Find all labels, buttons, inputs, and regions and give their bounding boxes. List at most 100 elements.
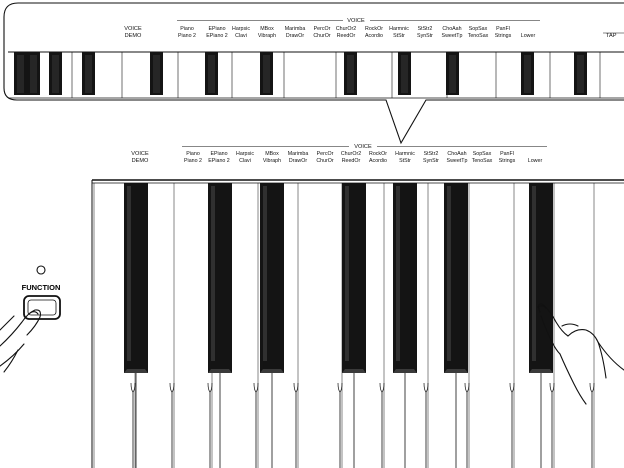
black-key-front-bevel bbox=[444, 369, 468, 373]
keyboard-voice-label-top: PercOr bbox=[317, 151, 334, 157]
keyboard-voice-label-top: RockOr bbox=[369, 151, 387, 157]
callout-voice-labels: PianoPiano 2EPianoEPiano 2HarpsicClaviMB… bbox=[178, 26, 535, 39]
callout-voice-label-top: Harmnic bbox=[389, 26, 409, 32]
keyboard-voice-label-top: Harmnic bbox=[395, 151, 415, 157]
function-label: FUNCTION bbox=[22, 283, 61, 292]
keyboard-voice-label-bottom: EPiano 2 bbox=[208, 158, 230, 164]
callout-black-key-highlight bbox=[85, 55, 92, 93]
keyboard-voice-label-bottom: Piano 2 bbox=[184, 158, 202, 164]
keyboard-voice-label-bottom: SynStr bbox=[423, 158, 439, 164]
callout-black-keys bbox=[14, 52, 587, 95]
white-key-divider-end bbox=[465, 383, 469, 392]
black-key-shine bbox=[447, 186, 451, 361]
black-key-front-bevel bbox=[260, 369, 284, 373]
keyboard-voice-label-top: EPiano bbox=[210, 151, 227, 157]
function-button[interactable] bbox=[24, 296, 60, 319]
white-key-divider-end bbox=[510, 383, 514, 392]
callout-black-key-highlight bbox=[153, 55, 160, 93]
keyboard-voice-label-bottom: ReedOr bbox=[342, 158, 361, 164]
white-key-divider-end bbox=[424, 383, 428, 392]
keyboard-voice-label-bottom: StStr bbox=[399, 158, 411, 164]
keyboard-voice-label-bottom: Clavi bbox=[239, 158, 251, 164]
callout-voice-label-bottom: DrawOr bbox=[286, 33, 304, 39]
callout-voice-label-bottom: Lower bbox=[521, 33, 536, 39]
keyboard-voice-label-bottom: DrawOr bbox=[289, 158, 307, 164]
callout-tap-label: TAP bbox=[606, 33, 617, 39]
function-indicator-led bbox=[37, 266, 45, 274]
keyboard-voice-label-top: Marimba bbox=[288, 151, 309, 157]
right-hand-palm-bottom bbox=[560, 354, 586, 404]
keyboard-voice-label-bottom: SweetTp bbox=[447, 158, 468, 164]
keyboard-voice-label-bottom: Acordio bbox=[369, 158, 387, 164]
callout-voice-label-top: PanFl bbox=[496, 26, 510, 32]
keyboard-voice-label-top: PanFl bbox=[500, 151, 514, 157]
callout-demo-line1: VOICE bbox=[124, 26, 142, 32]
callout-voice-label-top: Piano bbox=[180, 26, 194, 32]
white-key-divider-end bbox=[338, 383, 342, 392]
black-key-front-bevel bbox=[342, 369, 366, 373]
keyboard-voice-label-top: ChurOr2 bbox=[341, 151, 361, 157]
callout-black-key-highlight bbox=[524, 55, 531, 93]
white-key-divider-end bbox=[380, 383, 384, 392]
callout-voice-label-top: PercOr bbox=[314, 26, 331, 32]
white-key-divider-end bbox=[131, 383, 135, 392]
callout-voice-label-bottom: ReedOr bbox=[337, 33, 356, 39]
callout-voice-label-bottom: EPiano 2 bbox=[206, 33, 228, 39]
keyboard-voice-label-bottom: Strings bbox=[499, 158, 516, 164]
callout-voice-label-top: ChurOr2 bbox=[336, 26, 356, 32]
black-key-shine bbox=[127, 186, 131, 361]
callout-voice-label-top: SopSax bbox=[469, 26, 488, 32]
left-hand-knuckle bbox=[0, 344, 24, 366]
white-key-divider-end bbox=[550, 383, 554, 392]
callout-voice-label-top: ChoAah bbox=[442, 26, 461, 32]
callout-voice-label-bottom: SynStr bbox=[417, 33, 433, 39]
black-key-front-bevel bbox=[529, 369, 553, 373]
callout-black-key-highlight bbox=[401, 55, 408, 93]
white-key-divider-end bbox=[590, 383, 594, 392]
keyboard-voice-label-bottom: Lower bbox=[528, 158, 543, 164]
black-key-front-bevel bbox=[393, 369, 417, 373]
keyboard-voice-label-top: MBox bbox=[265, 151, 279, 157]
keyboard-demo-line1: VOICE bbox=[131, 151, 149, 157]
callout-black-key-highlight bbox=[52, 55, 59, 93]
keyboard-voice-label-bottom: ChurOr bbox=[316, 158, 334, 164]
callout-voice-label-bottom: Strings bbox=[495, 33, 512, 39]
keyboard-voice-header: VOICE bbox=[354, 144, 372, 150]
callout-voice-label-bottom: ChurOr bbox=[313, 33, 331, 39]
white-key-divider-end bbox=[294, 383, 298, 392]
keyboard-demo-line2: DEMO bbox=[132, 158, 149, 164]
keyboard-voice-label-top: ChoAah bbox=[447, 151, 466, 157]
callout-voice-label-top: MBox bbox=[260, 26, 274, 32]
callout-voice-label-top: EPiano bbox=[208, 26, 225, 32]
callout-black-key-highlight bbox=[263, 55, 270, 93]
black-key-shine bbox=[263, 186, 267, 361]
keyboard-voice-label-bottom: TenoSax bbox=[472, 158, 493, 164]
keyboard-voice-label-top: Harpsic bbox=[236, 151, 254, 157]
right-hand-second-finger bbox=[562, 324, 578, 326]
callout-black-key-highlight bbox=[17, 55, 24, 93]
keyboard-voice-label-top: SopSax bbox=[473, 151, 492, 157]
callout-voice-header: VOICE bbox=[347, 18, 365, 24]
callout-black-key-highlight bbox=[577, 55, 584, 93]
callout-voice-label-bottom: Clavi bbox=[235, 33, 247, 39]
callout-voice-label-top: RockOr bbox=[365, 26, 383, 32]
keyboard-voice-label-bottom: Vibraph bbox=[263, 158, 281, 164]
keyboard-voice-label-top: Piano bbox=[186, 151, 200, 157]
right-hand-palm-top bbox=[568, 330, 606, 378]
callout-voice-label-bottom: Acordio bbox=[365, 33, 383, 39]
left-hand-second-finger bbox=[0, 316, 14, 330]
white-key-divider-end bbox=[208, 383, 212, 392]
callout-demo-line2: DEMO bbox=[125, 33, 142, 39]
callout-voice-label-top: StStr2 bbox=[418, 26, 433, 32]
white-key-divider-end bbox=[170, 383, 174, 392]
callout-black-key-highlight bbox=[347, 55, 354, 93]
callout-voice-label-bottom: Piano 2 bbox=[178, 33, 196, 39]
black-key-shine bbox=[532, 186, 536, 361]
callout-black-key-highlight bbox=[30, 55, 37, 93]
callout-voice-label-bottom: TenoSax bbox=[468, 33, 489, 39]
callout-voice-label-bottom: StStr bbox=[393, 33, 405, 39]
callout-voice-label-bottom: Vibraph bbox=[258, 33, 276, 39]
